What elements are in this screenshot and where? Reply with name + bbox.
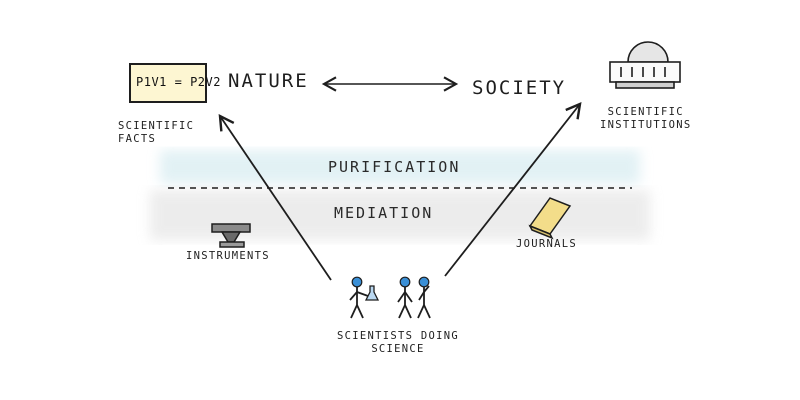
journal-icon [528,197,572,240]
institutions-line-2: INSTITUTIONS [600,119,692,132]
scientists-line-2: SCIENCE [371,343,425,356]
nature-label: NATURE [228,70,309,92]
instrument-icon [211,223,251,248]
scientific-institutions-label: SCIENTIFIC INSTITUTIONS [600,106,691,132]
formula-frame [129,63,207,103]
scientist-1 [349,276,369,319]
instruments-label: INSTRUMENTS [186,250,270,262]
institution-icon [609,41,681,89]
arrow-to-facts [218,113,332,281]
arrow-to-institutions [444,102,582,277]
scientific-facts-label: SCIENTIFIC FACTS [118,120,194,146]
scientists-label: SCIENTISTS DOING SCIENCE [324,330,472,356]
journals-label: JOURNALS [516,238,577,250]
purification-band [160,150,640,184]
flask-icon [364,285,380,301]
scientist-3 [417,276,431,319]
mediation-label: MEDIATION [334,204,434,222]
scientist-2 [397,276,413,319]
facts-line-1: SCIENTIFIC [118,120,195,132]
institutions-line-1: SCIENTIFIC [607,106,684,118]
society-label: SOCIETY [472,77,567,99]
purification-label: PURIFICATION [328,158,461,176]
formula-text: P1V1 = P2V2 [136,75,221,89]
scientists-line-1: SCIENTISTS DOING [337,330,459,342]
facts-line-2: FACTS [118,133,157,146]
